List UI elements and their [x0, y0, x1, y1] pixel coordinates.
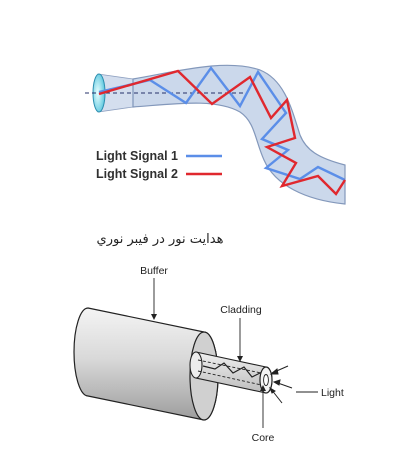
core-light-zigzag [202, 362, 263, 378]
core-label: Core [252, 432, 275, 444]
core-outline-top [197, 359, 267, 375]
light-signal-1-path [98, 65, 346, 182]
fiber-cable-diagram: Buffer Cladding Light Core [73, 265, 344, 444]
cladding-start-face [189, 351, 203, 379]
diagram-caption: هدايت نور در فيبر نوري [97, 232, 224, 247]
fiber-propagation-diagram: Light Signal 1 Light Signal 2 [85, 64, 347, 205]
legend-label-signal-2: Light Signal 2 [96, 167, 178, 181]
light-signal-2-path [98, 69, 347, 196]
core-outline-bottom [197, 370, 267, 387]
buffer-leader-arrow [151, 314, 157, 320]
core-end-face [263, 374, 269, 386]
legend: Light Signal 1 Light Signal 2 [96, 149, 222, 181]
cladding-leader-arrow [237, 356, 243, 362]
buffer-label: Buffer [140, 265, 168, 277]
legend-label-signal-1: Light Signal 1 [96, 149, 178, 163]
light-label: Light [321, 387, 344, 399]
light-arrows [268, 365, 293, 404]
cladding-label: Cladding [220, 304, 262, 316]
core-leader-arrow [260, 385, 266, 391]
